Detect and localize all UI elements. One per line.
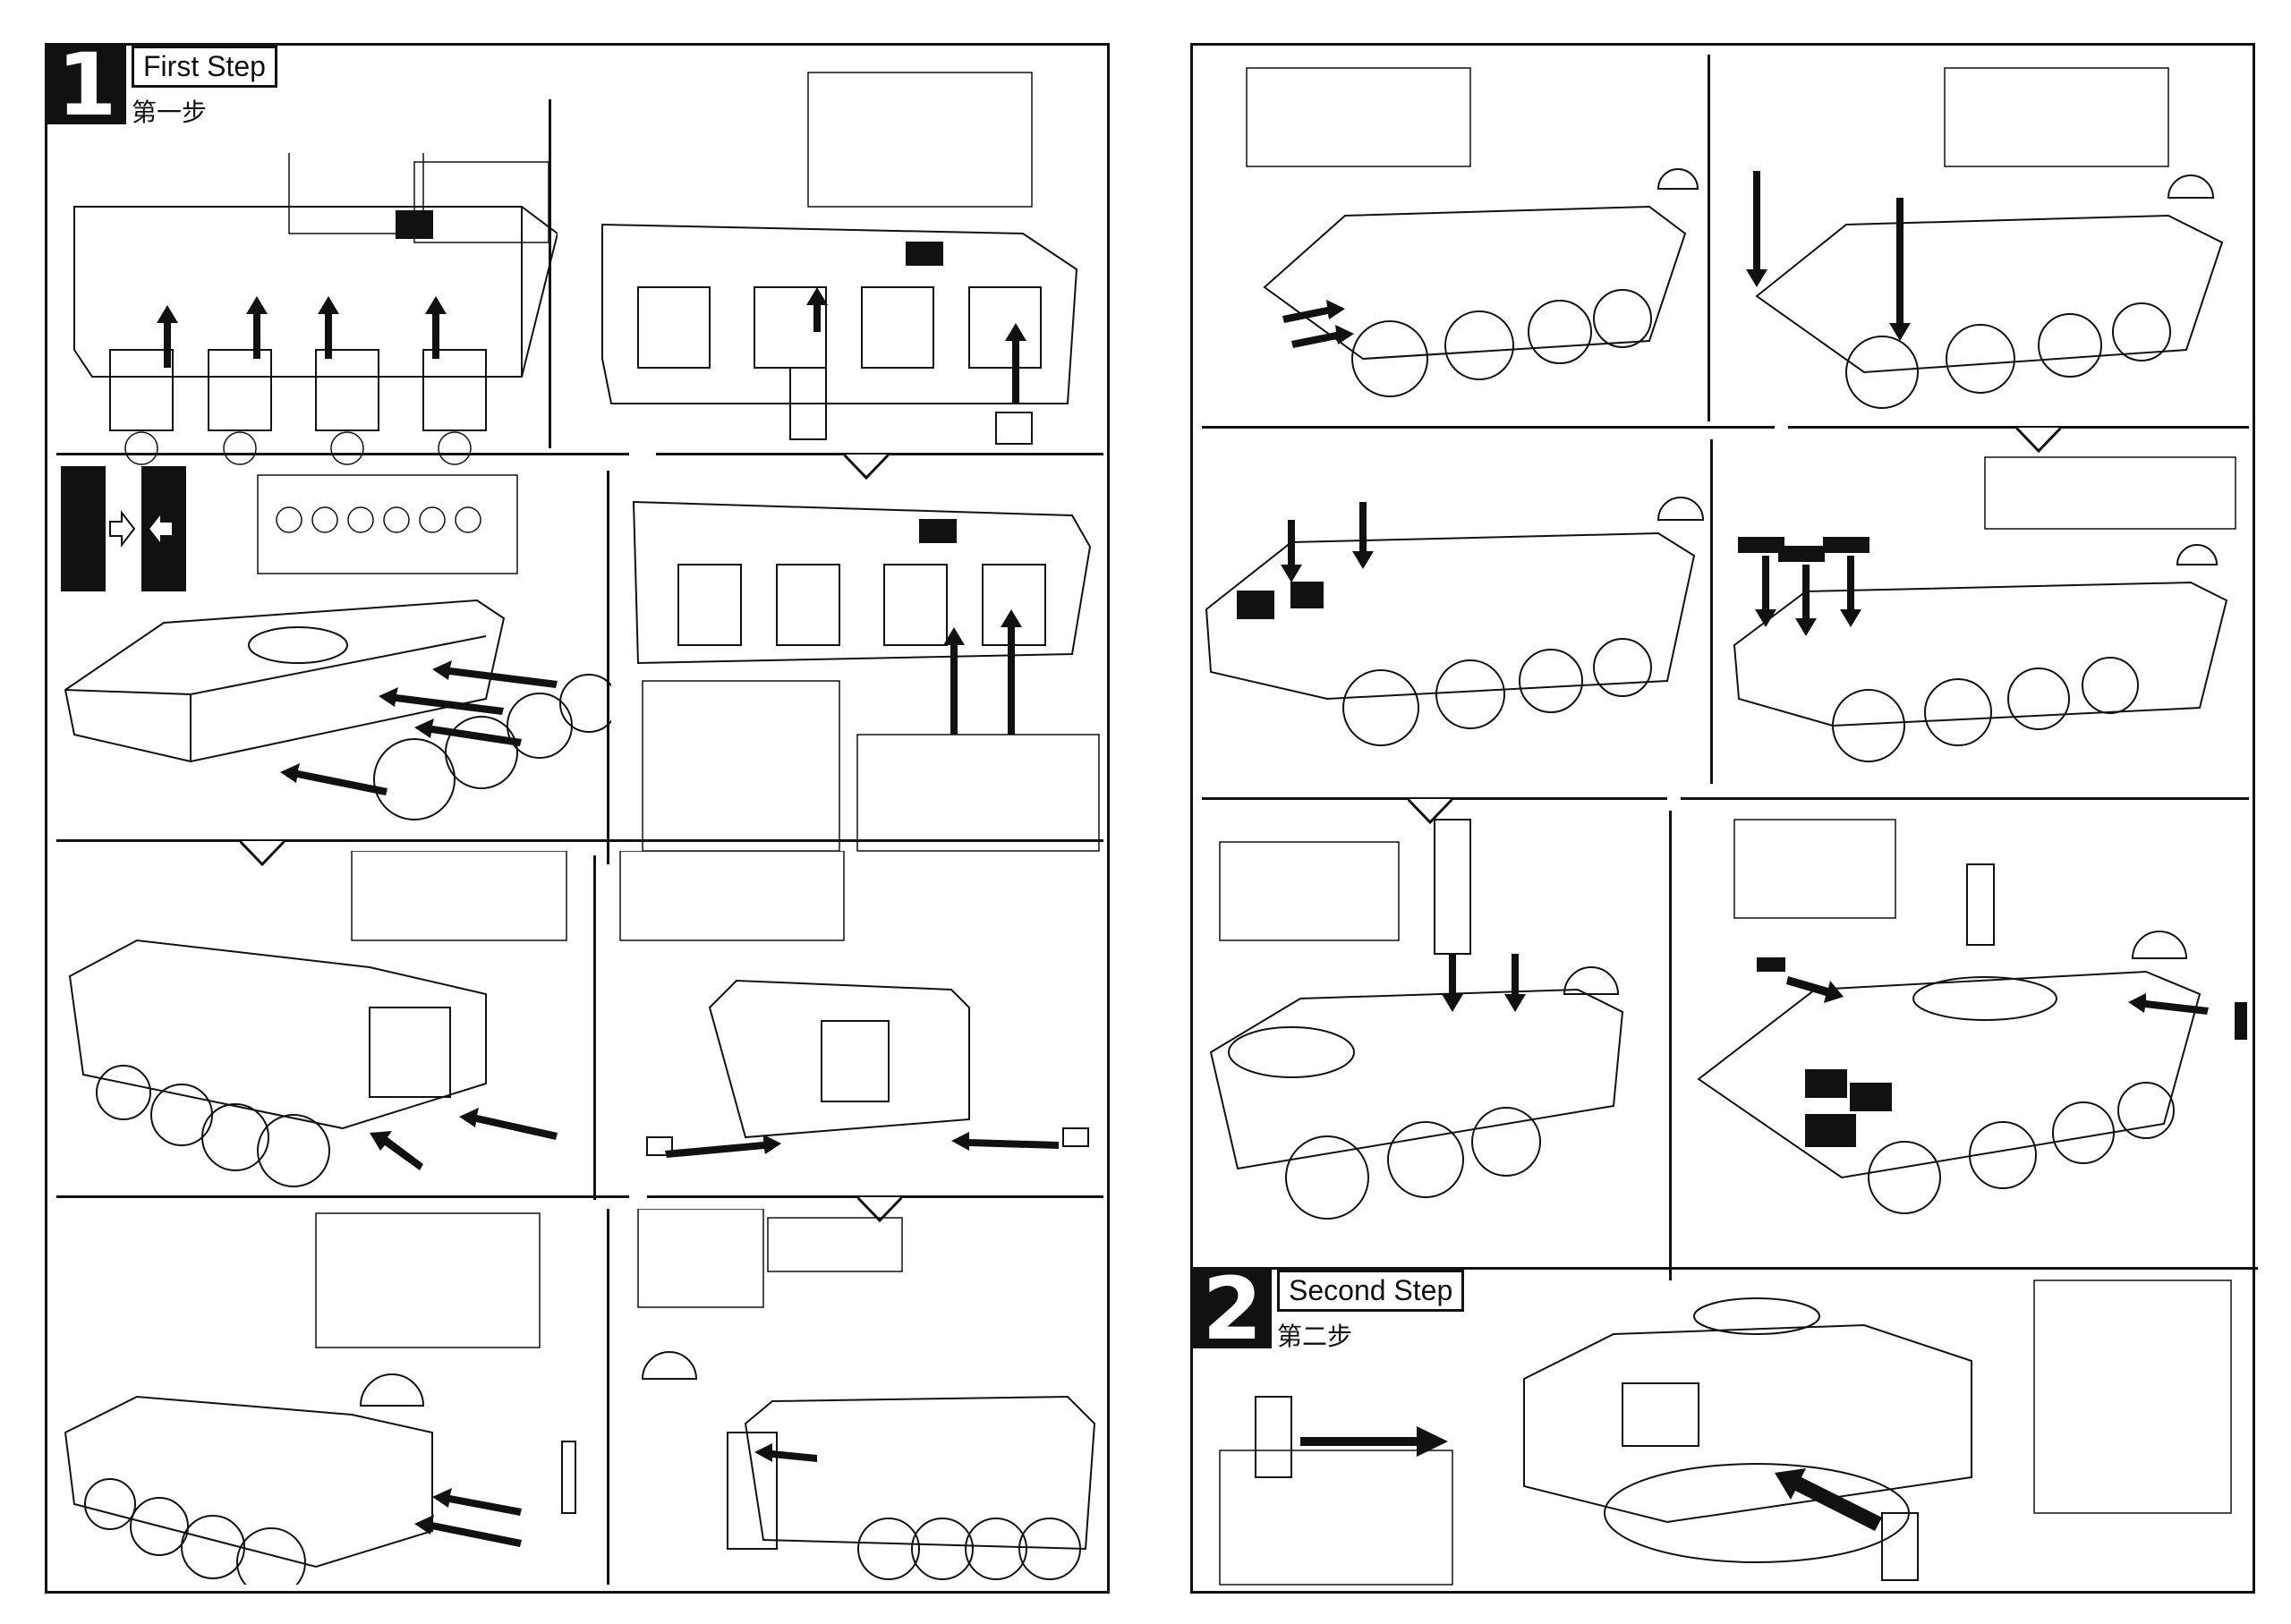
illustration-rear-antenna <box>56 1209 611 1585</box>
divider <box>1708 55 1710 421</box>
illustration-rear-door <box>56 851 593 1191</box>
step-pointer-notch <box>844 453 889 480</box>
illustration-wheels-attach <box>56 466 611 860</box>
step-1-header: 1 First Step 第一步 <box>47 42 277 129</box>
divider <box>56 453 629 455</box>
divider <box>56 1195 629 1198</box>
step-pointer-notch <box>2016 426 2061 453</box>
illustration-hull-side-parts <box>575 64 1103 448</box>
arrows-inward-icon <box>61 466 186 591</box>
instruction-page-right: 2 Second Step 第二步 <box>1190 43 2258 1594</box>
divider <box>607 1209 609 1585</box>
step-number: 2 <box>1193 1266 1272 1352</box>
step-pointer-notch <box>857 1195 902 1222</box>
illustration-weapon-mount <box>1202 811 1667 1222</box>
step-subtitle: 第一步 <box>132 98 208 127</box>
illustration-rear-hatch-antenna <box>620 1209 1103 1585</box>
illustration-side-panels <box>1681 811 2249 1222</box>
divider <box>647 1195 1103 1198</box>
divider <box>1202 797 1667 800</box>
divider <box>607 471 609 864</box>
divider <box>593 855 596 1200</box>
divider <box>1669 811 1672 1280</box>
illustration-roof-parts <box>1202 439 1712 797</box>
divider <box>1681 797 2249 800</box>
illustration-rear-view-parts <box>611 851 1103 1195</box>
divider <box>549 99 551 448</box>
reverse-view-indicator <box>61 466 186 591</box>
divider <box>1202 426 1775 429</box>
step-subtitle: 第二步 <box>1277 1322 1353 1351</box>
illustration-hull-suspension <box>625 466 1103 860</box>
instruction-page-left: 1 First Step 第一步 <box>45 42 1110 1594</box>
step-pointer-notch <box>240 839 285 866</box>
illustration-mirrors <box>1721 55 2249 430</box>
divider <box>1710 439 1713 784</box>
illustration-front-hooks <box>1202 55 1703 430</box>
illustration-roof-panels <box>1725 439 2249 797</box>
divider <box>531 839 1103 842</box>
illustration-hull-lower-wheels <box>56 153 558 475</box>
divider <box>56 839 558 842</box>
step-pointer-notch <box>1408 797 1452 824</box>
step-title: First Step <box>132 46 277 88</box>
illustration-turret-assembly <box>1202 1271 2249 1589</box>
step-number: 1 <box>47 42 126 128</box>
step-title: Second Step <box>1277 1270 1465 1312</box>
divider <box>656 453 1103 455</box>
step-2-header: 2 Second Step 第二步 <box>1193 1266 1465 1353</box>
divider <box>1788 426 2249 429</box>
divider <box>1193 1267 2258 1270</box>
